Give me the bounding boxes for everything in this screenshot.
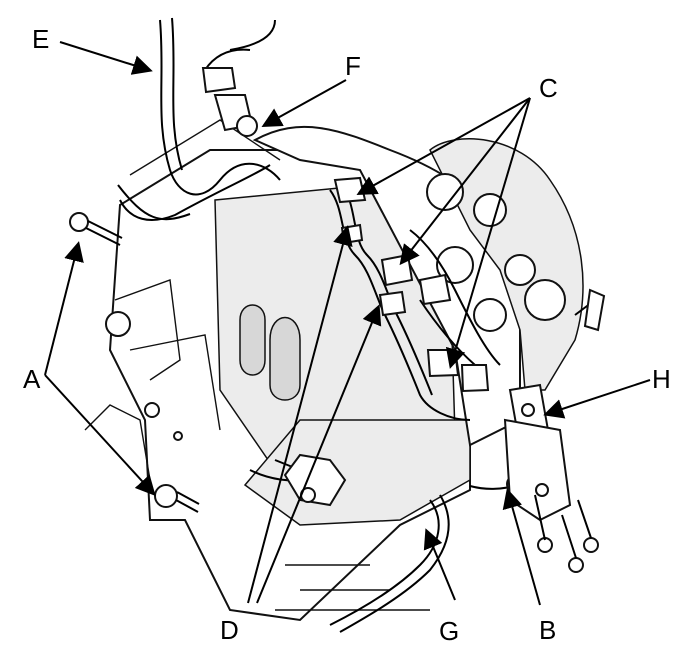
- bottom-right-bolt-1: [534, 494, 553, 553]
- label-g: G: [439, 616, 459, 646]
- label-f: F: [345, 51, 361, 81]
- bottom-right-bolt-3: [577, 499, 599, 553]
- label-c: C: [539, 73, 558, 103]
- label-d: D: [220, 615, 239, 645]
- upper-left-bolt: [69, 212, 123, 246]
- label-h: H: [652, 364, 671, 394]
- label-b: B: [539, 615, 556, 645]
- bolts: [69, 212, 599, 573]
- bottom-right-bolt-2: [561, 514, 584, 573]
- engine-illustration: [84, 119, 584, 622]
- lower-left-bolt: [154, 484, 200, 513]
- callout-arrows: [44, 41, 651, 606]
- label-e: E: [32, 24, 49, 54]
- label-a: A: [23, 364, 41, 394]
